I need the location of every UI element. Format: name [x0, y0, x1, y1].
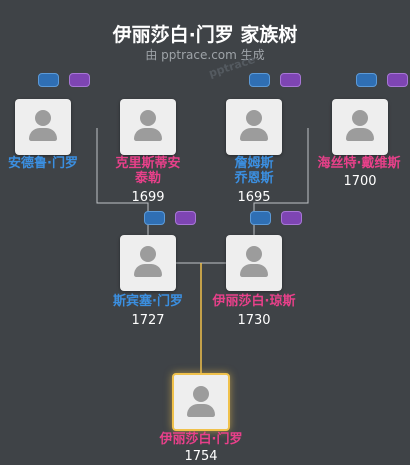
person-card-christina-taylor[interactable]: [120, 99, 176, 155]
person-year: 1754: [184, 449, 218, 464]
female-tag[interactable]: [281, 211, 302, 225]
avatar-head-icon: [352, 110, 368, 126]
person-card-andrew-monroe[interactable]: [15, 99, 71, 155]
person-card-elizabeth-jones[interactable]: [226, 235, 282, 291]
person-name: 安德鲁·门罗: [8, 156, 78, 171]
person-name: 克里斯蒂安 泰勒: [115, 156, 181, 186]
male-tag[interactable]: [144, 211, 165, 225]
person-card-james-jones[interactable]: [226, 99, 282, 155]
female-tag[interactable]: [387, 73, 408, 87]
male-tag[interactable]: [356, 73, 377, 87]
avatar-body-icon: [240, 264, 268, 277]
person-name: 斯宾塞·门罗: [113, 294, 183, 309]
person-year: 1695: [237, 190, 271, 205]
avatar-head-icon: [140, 246, 156, 262]
male-tag[interactable]: [250, 211, 271, 225]
avatar-body-icon: [29, 128, 57, 141]
person-card-hester-davis[interactable]: [332, 99, 388, 155]
avatar-body-icon: [187, 404, 215, 417]
person-name: 伊丽莎白·门罗: [159, 432, 243, 447]
avatar-body-icon: [134, 264, 162, 277]
person-name: 伊丽莎白·琼斯: [212, 294, 296, 309]
male-tag[interactable]: [38, 73, 59, 87]
person-name: 海丝特·戴维斯: [317, 156, 401, 171]
person-year: 1730: [237, 313, 271, 328]
avatar-head-icon: [246, 110, 262, 126]
page-subtitle: 由 pptrace.com 生成: [145, 48, 265, 62]
person-card-spencer-monroe[interactable]: [120, 235, 176, 291]
page-title: 伊丽莎白·门罗 家族树: [112, 24, 298, 46]
female-tag[interactable]: [69, 73, 90, 87]
female-tag[interactable]: [175, 211, 196, 225]
male-tag[interactable]: [249, 73, 270, 87]
avatar-head-icon: [246, 246, 262, 262]
person-name: 詹姆斯 乔恩斯: [234, 156, 274, 186]
avatar-body-icon: [134, 128, 162, 141]
avatar-body-icon: [240, 128, 268, 141]
avatar-head-icon: [140, 110, 156, 126]
person-card-elizabeth-monroe[interactable]: [172, 373, 230, 431]
female-tag[interactable]: [280, 73, 301, 87]
avatar-head-icon: [193, 386, 209, 402]
person-year: 1699: [131, 190, 165, 205]
avatar-body-icon: [346, 128, 374, 141]
person-year: 1700: [343, 174, 377, 189]
avatar-head-icon: [35, 110, 51, 126]
person-year: 1727: [131, 313, 165, 328]
